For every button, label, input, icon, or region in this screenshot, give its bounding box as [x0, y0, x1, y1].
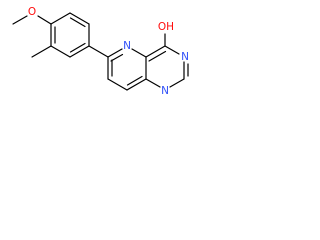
pyrimidine-nitrogen-3-label: N: [181, 51, 189, 63]
bond-n1-b4: [145, 78, 161, 88]
bond-b1-n5-inner: [110, 53, 124, 62]
bond-b1-n5: [107, 48, 123, 58]
methoxy-oxygen-label: O: [28, 6, 36, 18]
hydroxyl-label: OH: [158, 21, 174, 33]
bond-ring-methyl: [31, 45, 52, 58]
bond-n5-b3: [131, 48, 147, 58]
bond-a4-a5-inner: [69, 42, 86, 53]
bond-a5-a6: [50, 45, 71, 58]
bond-c2-n1: [169, 78, 185, 88]
bond-a1-a2: [50, 12, 71, 25]
bond-b4-b5-inner: [126, 75, 143, 86]
bond-a4-a5: [69, 45, 90, 58]
molecule-structure: O N OH N N: [12, 6, 189, 97]
bond-b3-c4-inner: [148, 50, 167, 62]
bond-o-ring: [37, 15, 52, 25]
bond-methyl-o: [12, 15, 28, 25]
bond-b5-b6: [107, 78, 128, 91]
bond-b4-b5: [126, 78, 147, 91]
pyridine-nitrogen-label: N: [123, 40, 131, 52]
structure-canvas: O N OH N N: [0, 0, 223, 144]
bond-b3-c4: [145, 45, 166, 58]
bond-aryl-link: [88, 45, 109, 58]
pyrimidine-nitrogen-1-label: N: [161, 85, 169, 97]
bond-a2-a3-inner: [69, 17, 86, 28]
bond-c4-n3: [164, 45, 180, 55]
bond-a2-a3: [69, 12, 90, 25]
